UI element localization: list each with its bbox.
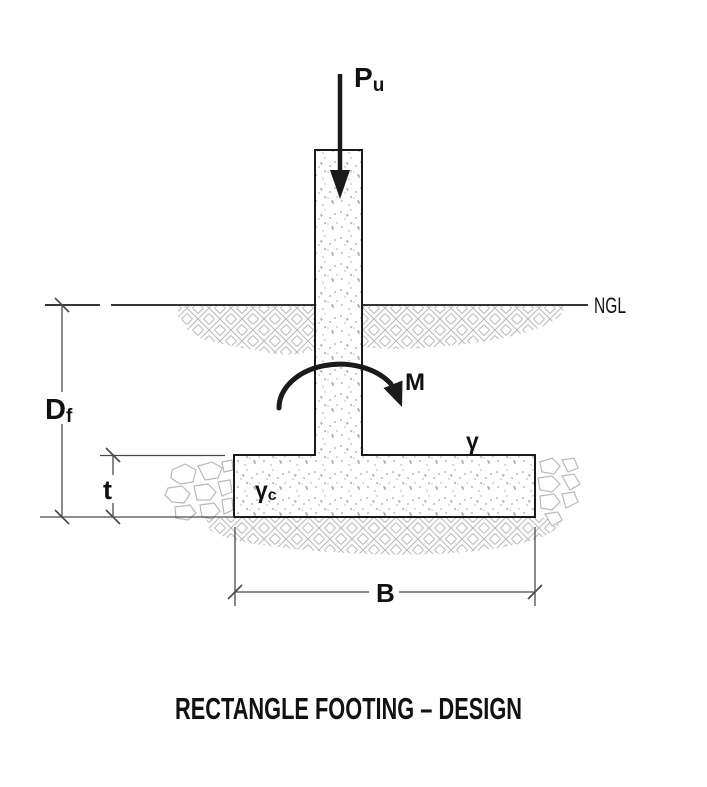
footing-width-label: B [376,578,395,608]
rubble-stones-left [164,459,234,521]
concrete-unit-weight-label: γc [255,477,277,504]
soil-hatch-right [362,306,566,349]
axial-load-label: Pu [354,62,384,96]
footing-thickness-label: t [103,475,112,505]
ground-level-label: NGL [594,293,626,318]
soil-unit-weight-label: γ [466,428,479,454]
soil-hatch-left [178,306,315,355]
dimension-footing-width: B [227,527,543,608]
arrow-head-curved-icon [383,380,403,407]
arrow-head-down-icon [330,170,350,199]
foundation-depth-label: Df [45,394,73,427]
rubble-stones-right [537,457,581,527]
dimension-footing-thickness: t [100,447,225,525]
axial-load-arrow [330,74,350,199]
concrete-stipple-fill [234,150,535,517]
moment-label: M [405,369,425,396]
column-and-footing [233,149,536,518]
concrete-outline [233,149,536,518]
drawing-title: RECTANGLE FOOTING – DESIGN [175,691,522,726]
dimension-foundation-depth: Df [42,297,76,525]
soil-hatch-below-footing [206,518,562,555]
moment-arrow [276,361,403,411]
